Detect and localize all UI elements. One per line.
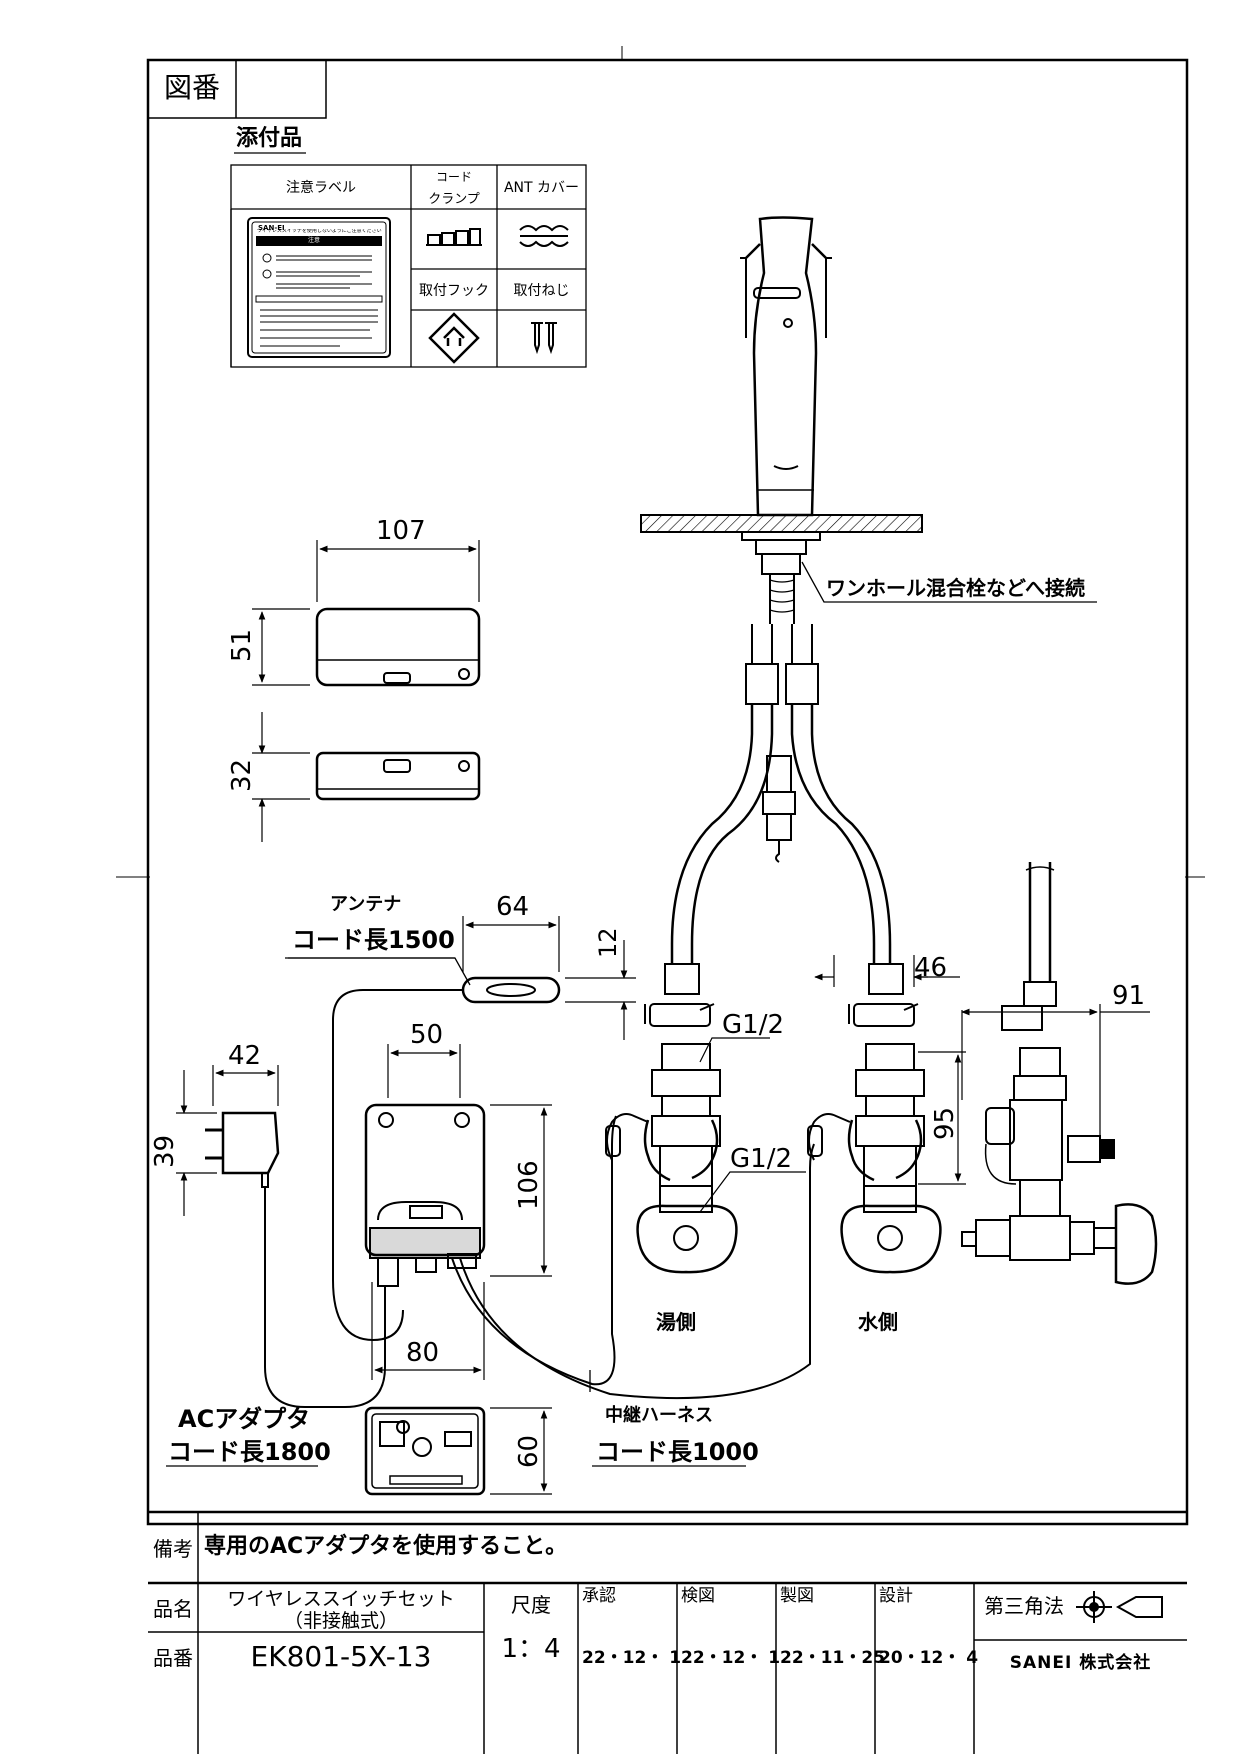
drawing-frame [146,58,1189,1526]
dim-adapter-width: 42 [228,1041,262,1071]
supply-hoses [670,624,892,964]
connect-note: ワンホール混合栓などへ接続 [826,576,1085,600]
remarks-label: 備考 [153,1537,193,1561]
product-number-label: 品番 [153,1645,193,1670]
receiver-dimensions [252,540,480,842]
draft-label: 製図 [780,1586,814,1606]
center-marks [116,46,1205,878]
cold-valve [840,963,942,1274]
receiver-top-view [315,751,481,801]
thread-mid-label: G1/2 [730,1144,792,1174]
hot-valve [636,963,738,1274]
antenna-label-leader [288,957,471,986]
antenna-label: アンテナ [330,894,402,915]
product-number: EK801-5X-13 [250,1639,432,1673]
valve-side-view [961,862,1158,1285]
product-name-label: 品名 [153,1597,193,1621]
controller-unit [364,1103,486,1287]
adapter-cord-length: コード長1800 [168,1438,331,1466]
hook-header: 取付フック [419,282,489,299]
dim-controller-width: 50 [410,1020,444,1050]
screw-icon [531,322,557,355]
caution-label-sticker [247,217,391,358]
cord-clamp-icon [426,228,482,246]
dim-valve-side: 91 [1112,981,1146,1011]
accessories-table [230,164,587,368]
hook-icon [428,312,480,364]
product-name-line2: （非接触式） [283,1609,398,1632]
draft-date: 22・11・25 [780,1648,885,1668]
dim-receiver-height: 51 [227,628,257,662]
title-block [148,1510,1187,1754]
receiver-front-view [315,607,481,687]
screw-header: 取付ねじ [513,282,570,299]
sticker-caution: 注意 [308,237,321,244]
adapter-dimensions [176,1065,279,1216]
cord-clamp-header-line1: コード [435,169,472,184]
check-date: 22・12・ 1 [681,1648,781,1668]
scale-label: 尺度 [511,1592,551,1617]
dim-controller-height: 106 [514,1160,544,1210]
design-label: 設計 [879,1586,913,1606]
faucet-fitting [741,531,821,624]
connect-leader [801,561,1097,603]
dim-controller-side: 60 [514,1434,544,1468]
harness-cord-length: コード長1000 [596,1438,759,1466]
sticker-brand: SAN-EI [258,224,285,232]
scale-value: 1：4 [501,1633,561,1664]
ant-cover-icon [519,225,569,247]
faucet [740,216,832,517]
dim-adapter-height: 39 [150,1134,180,1168]
approve-date: 22・12・ 1 [582,1648,682,1668]
approve-label: 承認 [582,1586,616,1606]
controller-dimensions [371,1044,552,1380]
cord-clamp-header-line2: クランプ [428,191,480,207]
thread-top-label: G1/2 [722,1010,784,1040]
antenna-unit [461,976,561,1004]
check-label: 検図 [681,1586,715,1606]
bottom-view-dimensions [490,1407,552,1495]
antenna-dimensions [462,916,636,1040]
remarks-text: 専用のACアダプタを使用すること。 [204,1534,568,1559]
drawing-number-box [147,59,327,119]
caution-label-header: 注意ラベル [286,180,356,196]
controller-bottom-view [364,1406,486,1496]
product-name-line1: ワイヤレススイッチセット [227,1587,455,1610]
antenna-cord-length: コード長1500 [292,926,455,954]
accessories-title: 添付品 [236,126,303,151]
valve-dimensions [699,955,1150,1213]
dim-antenna-thickness: 12 [594,927,622,958]
sticker-heading: ワイヤレススイッチを使用しないようにご注意ください [257,229,382,234]
third-angle-symbol-icon [1076,1591,1163,1623]
label-underlines [166,152,746,1467]
relay-harness [451,1113,851,1400]
projection-label: 第三角法 [984,1594,1064,1618]
counter-section [640,514,923,533]
dim-valve-width: 46 [914,953,948,983]
hot-side-label: 湯側 [656,1310,696,1334]
ant-cover-header: ANT カバー [503,180,580,196]
company-name: SANEI 株式会社 [1009,1652,1152,1673]
drawing-number-label: 図番 [164,71,221,104]
dim-receiver-width: 107 [376,516,426,546]
design-date: 20・12・ 4 [879,1648,979,1668]
dim-receiver-thickness: 32 [227,758,257,792]
adapter-label: ACアダプタ [178,1405,311,1433]
harness-label: 中継ハーネス [605,1405,713,1426]
dim-valve-height: 95 [930,1106,960,1140]
dim-antenna-width: 64 [496,892,530,922]
ac-adapter [205,1111,280,1188]
dim-controller-depth: 80 [406,1338,440,1368]
antenna-cord [332,989,463,1342]
cold-side-label: 水側 [858,1310,898,1334]
adapter-cord [264,1187,386,1408]
